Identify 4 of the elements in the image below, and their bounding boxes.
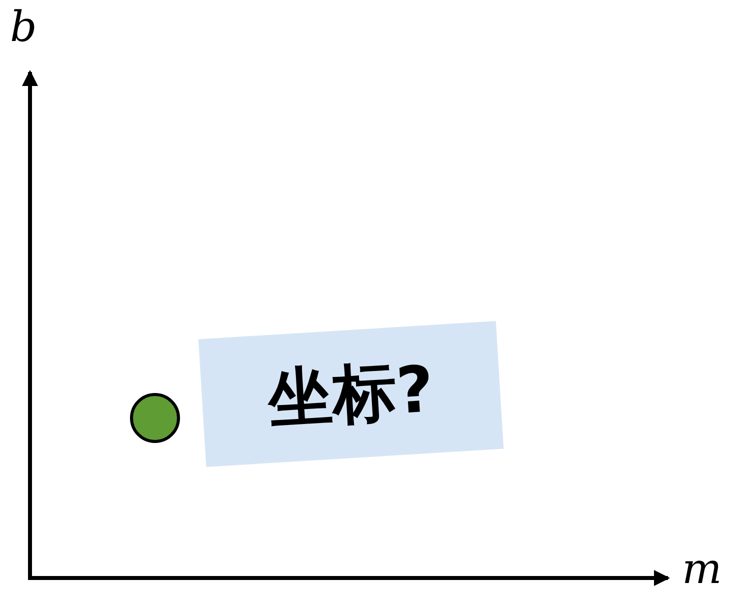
data-point <box>130 393 180 443</box>
axis-label: b <box>10 6 37 48</box>
axis-label: m <box>682 548 722 590</box>
note-text: 坐标? <box>266 352 436 438</box>
